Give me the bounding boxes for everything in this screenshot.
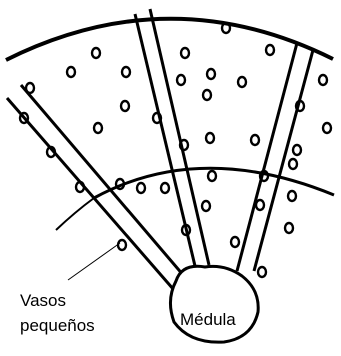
small-vessel-circle xyxy=(94,123,102,133)
label-vasos-line1: Vasos xyxy=(20,291,66,310)
small-vessels xyxy=(20,23,331,277)
small-vessel-circle xyxy=(177,75,185,85)
small-vessel-circle xyxy=(67,67,75,77)
label-medula: Médula xyxy=(180,310,236,329)
small-vessel-circle xyxy=(293,145,301,155)
small-vessel-circle xyxy=(231,237,239,247)
medula-shape xyxy=(170,266,258,342)
small-vessel-circle xyxy=(118,240,126,250)
small-vessel-circle xyxy=(323,123,331,133)
small-vessel-circle xyxy=(258,267,266,277)
inner-arc-extension xyxy=(56,198,94,230)
small-vessel-circle xyxy=(203,90,211,100)
small-vessel-circle xyxy=(319,75,327,85)
small-vessel-circle xyxy=(121,101,129,111)
small-vessel-circle xyxy=(256,200,264,210)
small-vessel-circle xyxy=(26,83,34,93)
small-vessel-circle xyxy=(288,191,296,201)
small-vessel-circle xyxy=(122,67,130,77)
small-vessel-circle xyxy=(180,140,188,150)
small-vessel-circle xyxy=(251,135,259,145)
small-vessel-circle xyxy=(266,45,274,55)
small-vessel-circle xyxy=(206,133,214,143)
outer-arc xyxy=(6,19,333,60)
vessel-band-right xyxy=(237,43,313,271)
small-vessel-circle xyxy=(202,201,210,211)
small-vessel-circle xyxy=(161,183,169,193)
small-vessel-circle xyxy=(208,171,216,181)
small-vessel-circle xyxy=(153,113,161,123)
label-vasos-line2: pequeños xyxy=(20,316,95,335)
small-vessel-circle xyxy=(137,183,145,193)
vessel-band-middle xyxy=(135,9,209,266)
vessel-band-left xyxy=(7,85,184,290)
small-vessel-circle xyxy=(207,69,215,79)
small-vessel-circle xyxy=(238,77,246,87)
small-vessel-circle xyxy=(285,223,293,233)
small-vessel-circle xyxy=(181,48,189,58)
label-pointer-line xyxy=(68,243,120,280)
small-vessel-circle xyxy=(289,159,297,169)
small-vessel-circle xyxy=(116,179,124,189)
small-vessel-circle xyxy=(92,48,100,58)
